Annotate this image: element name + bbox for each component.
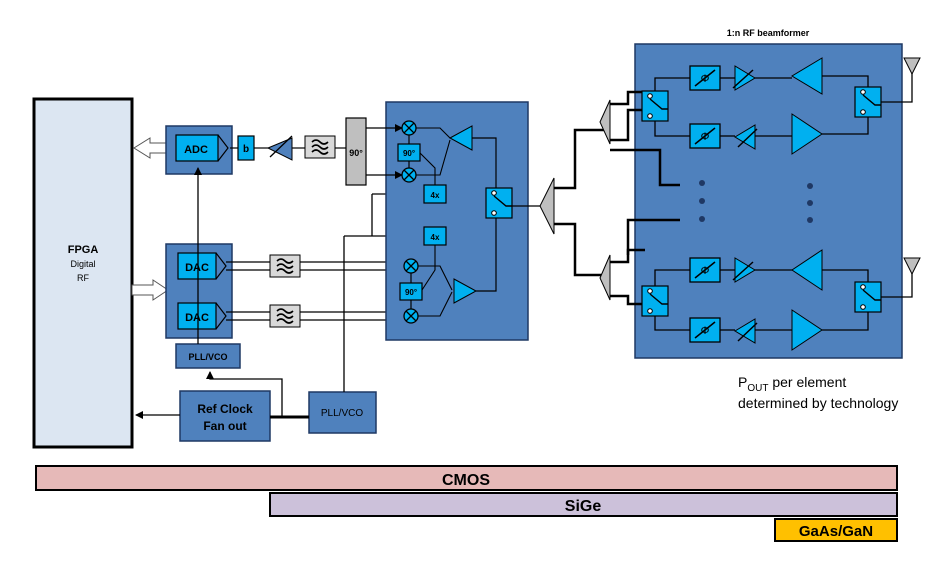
adc-label: ADC — [184, 144, 208, 156]
sige-label: SiGe — [565, 498, 602, 515]
hybrid-bottom-label: 90° — [405, 288, 417, 297]
dac-top-label: DAC — [185, 262, 209, 274]
ref-clock-label: Ref Clock — [197, 402, 253, 416]
pll-left-label: PLL/VCO — [188, 352, 227, 362]
hybrid-90-block — [345, 117, 367, 186]
filter-icon — [269, 304, 301, 328]
mult-top-label: 4x — [431, 191, 440, 200]
amplifier-icon — [791, 113, 823, 155]
switch-icon — [641, 285, 669, 317]
antenna-icon — [903, 257, 921, 276]
beamformer-title: 1:n RF beamformer — [727, 28, 810, 38]
mixer-icon — [403, 308, 419, 324]
more-elements-dots — [699, 180, 813, 223]
switch-icon — [485, 187, 513, 219]
pll-vco-left — [175, 343, 241, 369]
filter-icon — [304, 135, 336, 159]
splitter-icon — [539, 177, 555, 235]
phase-shifter-icon — [689, 257, 721, 283]
phase-shifter-icon — [689, 317, 721, 343]
mixer-icon — [403, 258, 419, 274]
filter-icon — [269, 254, 301, 278]
switch-icon — [641, 90, 669, 122]
dac-group: DAC DAC — [165, 243, 233, 339]
fpga-block: FPGA Digital RF — [32, 97, 134, 449]
gaas-bar — [774, 518, 898, 542]
pout-note-line2: determined by technology — [738, 395, 898, 411]
sige-bar — [269, 492, 898, 517]
gaas-label: GaAs/GaN — [799, 523, 873, 540]
antenna-icon — [903, 57, 921, 76]
splitter-icon — [599, 254, 611, 301]
phase-shifter-icon — [689, 123, 721, 149]
mixer-icon — [401, 167, 417, 183]
switch-icon — [854, 281, 882, 313]
fpga-subtitle-rf: RF — [77, 273, 89, 283]
phase-shifter-icon — [689, 65, 721, 91]
pll-vco-right — [308, 391, 377, 434]
mult-bottom-label: 4x — [431, 233, 440, 242]
mixer-icon — [401, 120, 417, 136]
ref-clock-block — [179, 390, 271, 442]
hybrid-top-label: 90° — [403, 149, 415, 158]
dac-bottom-label: DAC — [185, 312, 209, 324]
pll-right-label: PLL/VCO — [321, 408, 363, 419]
pout-note-line1: POUT per element — [738, 374, 846, 394]
cmos-label: CMOS — [442, 472, 490, 489]
cmos-bar — [35, 465, 898, 491]
amplifier-icon — [453, 278, 478, 304]
fpga-to-dac-arrow — [131, 279, 169, 301]
ref-clock-label-2: Fan out — [203, 419, 246, 433]
bit-label: b — [243, 144, 249, 155]
fpga-title: FPGA — [68, 244, 99, 256]
fpga-subtitle: Digital — [70, 259, 95, 269]
switch-icon — [854, 86, 882, 118]
attenuator-icon — [266, 135, 293, 161]
hybrid-90-label: 90° — [349, 148, 363, 158]
adc-group: ADC — [165, 125, 233, 175]
adc-to-fpga-arrow — [133, 137, 167, 159]
clock-to-pll — [206, 371, 283, 417]
splitter-icon — [599, 99, 611, 145]
